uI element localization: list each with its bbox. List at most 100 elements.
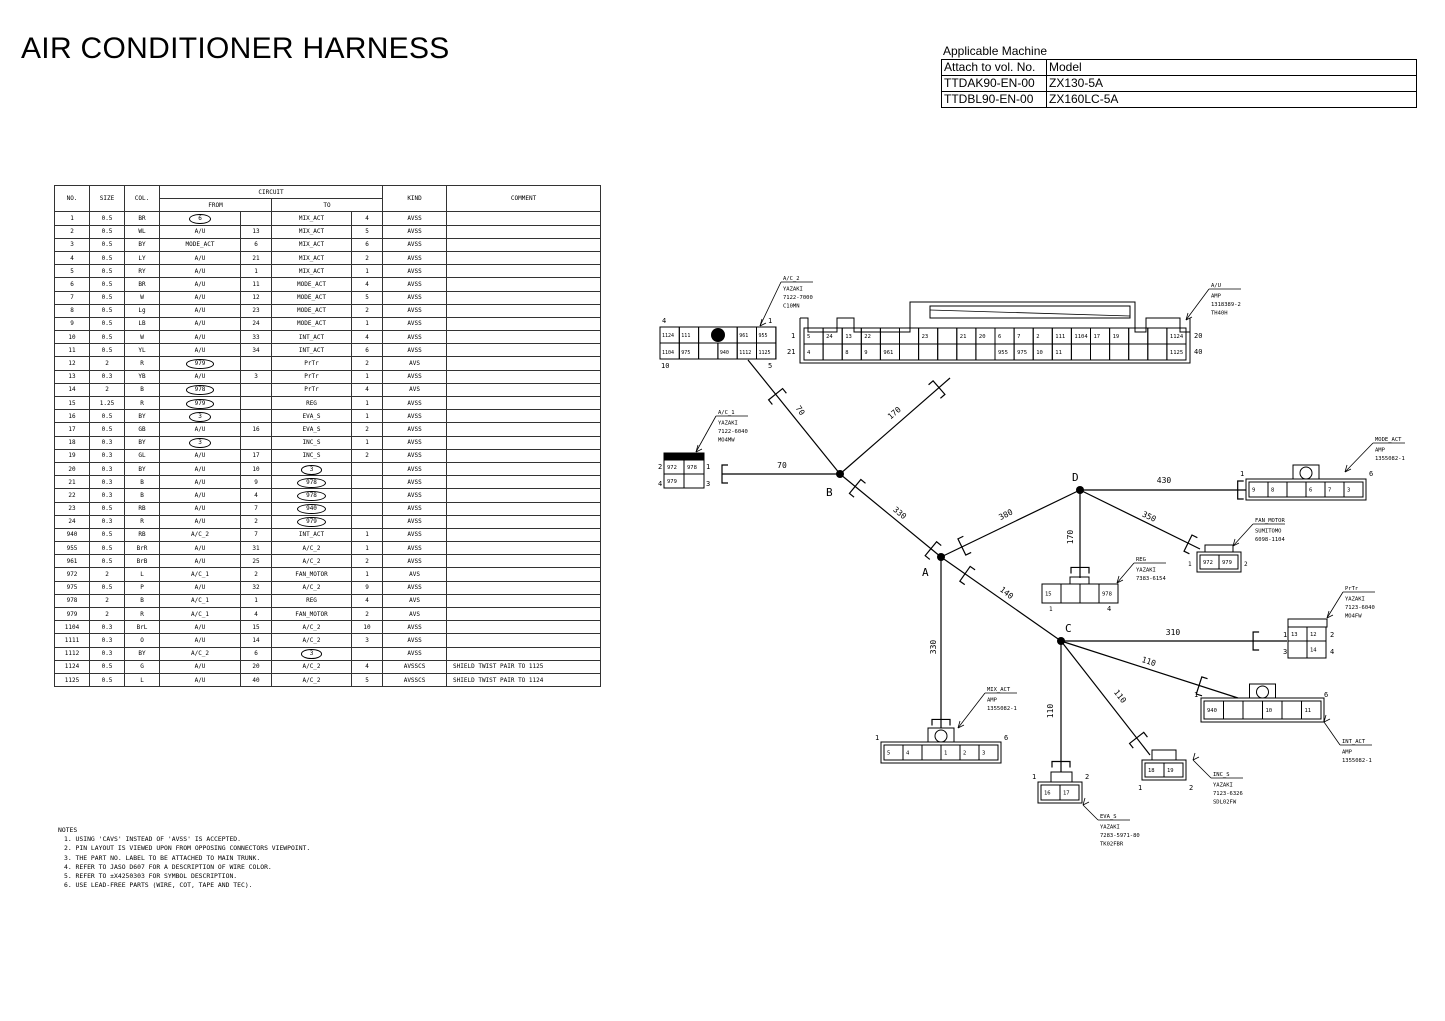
cell-from-pin: 1 — [240, 264, 272, 279]
eva-pin-wire: 16 — [1044, 791, 1051, 797]
cell-to: 978 — [271, 488, 352, 503]
cell-from: A/C_2 — [159, 646, 241, 661]
latch-circle-icon — [934, 729, 948, 743]
cell-no: 978 — [54, 593, 90, 609]
pin-cavity — [756, 342, 777, 360]
pin-cavity — [879, 327, 901, 345]
cell-from-pin: 40 — [240, 672, 272, 688]
cell-from-pin: 16 — [240, 422, 272, 437]
cell-from: 3 — [159, 409, 241, 424]
cell-size: 0.5 — [89, 211, 125, 226]
splice-node-B — [836, 470, 844, 478]
cell-kind: AVS — [382, 606, 448, 622]
cell-to-pin: 1 — [350, 527, 384, 543]
cell-comment — [446, 567, 602, 582]
cell-comment — [446, 290, 602, 305]
pin-cavity — [1343, 481, 1364, 498]
wire-segment — [1060, 640, 1151, 756]
mode-pin-wire: 3 — [1347, 488, 1350, 494]
pin-cavity — [1223, 700, 1244, 720]
au-pin-wire: 5 — [807, 334, 810, 340]
wire-table-subheader: FROM TO — [55, 198, 601, 213]
cell-no: 1 — [54, 211, 90, 226]
clamp-icon — [1070, 566, 1090, 574]
pin-cavity — [678, 342, 700, 360]
cell-size: 2 — [89, 606, 125, 622]
pin-cavity — [756, 326, 777, 344]
prtr-pin-wire: 13 — [1291, 632, 1298, 638]
callout-leader — [957, 692, 986, 729]
cell-size: 0.3 — [89, 448, 125, 463]
cell-no: 23 — [54, 501, 90, 516]
cell-size: 0.3 — [89, 475, 125, 490]
cell-from: 3 — [159, 435, 241, 450]
attach-vol: TTDBL90-EN-00 — [941, 91, 1047, 108]
pin-number: 4 — [1330, 648, 1334, 656]
cell-no: 20 — [54, 461, 90, 477]
cell-size: 0.5 — [89, 672, 125, 688]
cell-col: BY — [124, 435, 160, 450]
pin-cavity — [1166, 343, 1187, 361]
mix-callout-line: AMP — [987, 698, 998, 704]
cell-col: BY — [124, 409, 160, 424]
cell-to: INT_ACT — [271, 527, 352, 543]
cell-comment — [446, 303, 602, 318]
cell-comment: SHIELD TWIST PAIR TO 1125 — [446, 659, 602, 674]
cell-from-pin: 2 — [240, 514, 272, 529]
int-tab — [1249, 683, 1276, 699]
cell-from-pin: 10 — [240, 461, 272, 477]
cell-no: 940 — [54, 527, 90, 543]
cell-size: 1.25 — [89, 395, 125, 411]
locking-dot-icon — [711, 328, 725, 342]
ac2-callout-line: A/C_2 — [783, 276, 800, 282]
cell-col: BrB — [124, 554, 160, 569]
cell-col: BR — [124, 277, 160, 292]
pin-cavity — [1281, 700, 1302, 720]
cell-from: A/U — [159, 541, 241, 556]
cell-to: PrTr — [271, 356, 352, 371]
splice-mark: 979 — [297, 517, 326, 528]
cell-no: 19 — [54, 448, 90, 463]
cell-from-pin: 24 — [240, 316, 272, 332]
cell-no: 5 — [54, 264, 90, 279]
cell-from-pin: 31 — [240, 541, 272, 556]
cell-to-pin: 4 — [350, 659, 384, 674]
cell-kind: AVSS — [382, 488, 448, 503]
pin-cavity — [1199, 554, 1220, 570]
callout-leader — [1232, 523, 1254, 547]
node-label-c: C — [1065, 622, 1072, 635]
page-title: AIR CONDITIONER HARNESS — [21, 32, 450, 65]
note-6: 6. USE LEAD-FREE PARTS (WIRE, COT, TAPE … — [64, 881, 253, 890]
latch-circle-icon — [1299, 466, 1313, 480]
length-label: 430 — [1157, 476, 1172, 485]
cell-kind: AVS — [382, 356, 448, 371]
pin-cavity — [879, 343, 901, 361]
cell-col: W — [124, 330, 160, 345]
pin-number: 1 — [768, 317, 772, 325]
cell-no: 975 — [54, 580, 90, 595]
cell-size: 0.5 — [89, 343, 125, 358]
cell-comment — [446, 646, 602, 661]
cell-comment — [446, 488, 602, 503]
cell-kind: AVSS — [382, 448, 448, 463]
length-label: 110 — [1046, 704, 1055, 719]
splice-mark: 3 — [189, 438, 211, 449]
pin-cavity — [1090, 327, 1111, 345]
cell-size: 0.5 — [89, 237, 125, 252]
cell-col: R — [124, 606, 160, 622]
pin-number: 2 — [1085, 773, 1089, 781]
clamp-icon — [721, 464, 728, 484]
cell-no: 15 — [54, 395, 90, 411]
pin-number: 2 — [1330, 631, 1334, 639]
ac2-pin-wire: 955 — [759, 333, 768, 339]
cell-kind: AVSS — [382, 475, 448, 490]
prtr-callout-line: MO4FW — [1345, 614, 1362, 620]
cell-no: 972 — [54, 567, 90, 582]
